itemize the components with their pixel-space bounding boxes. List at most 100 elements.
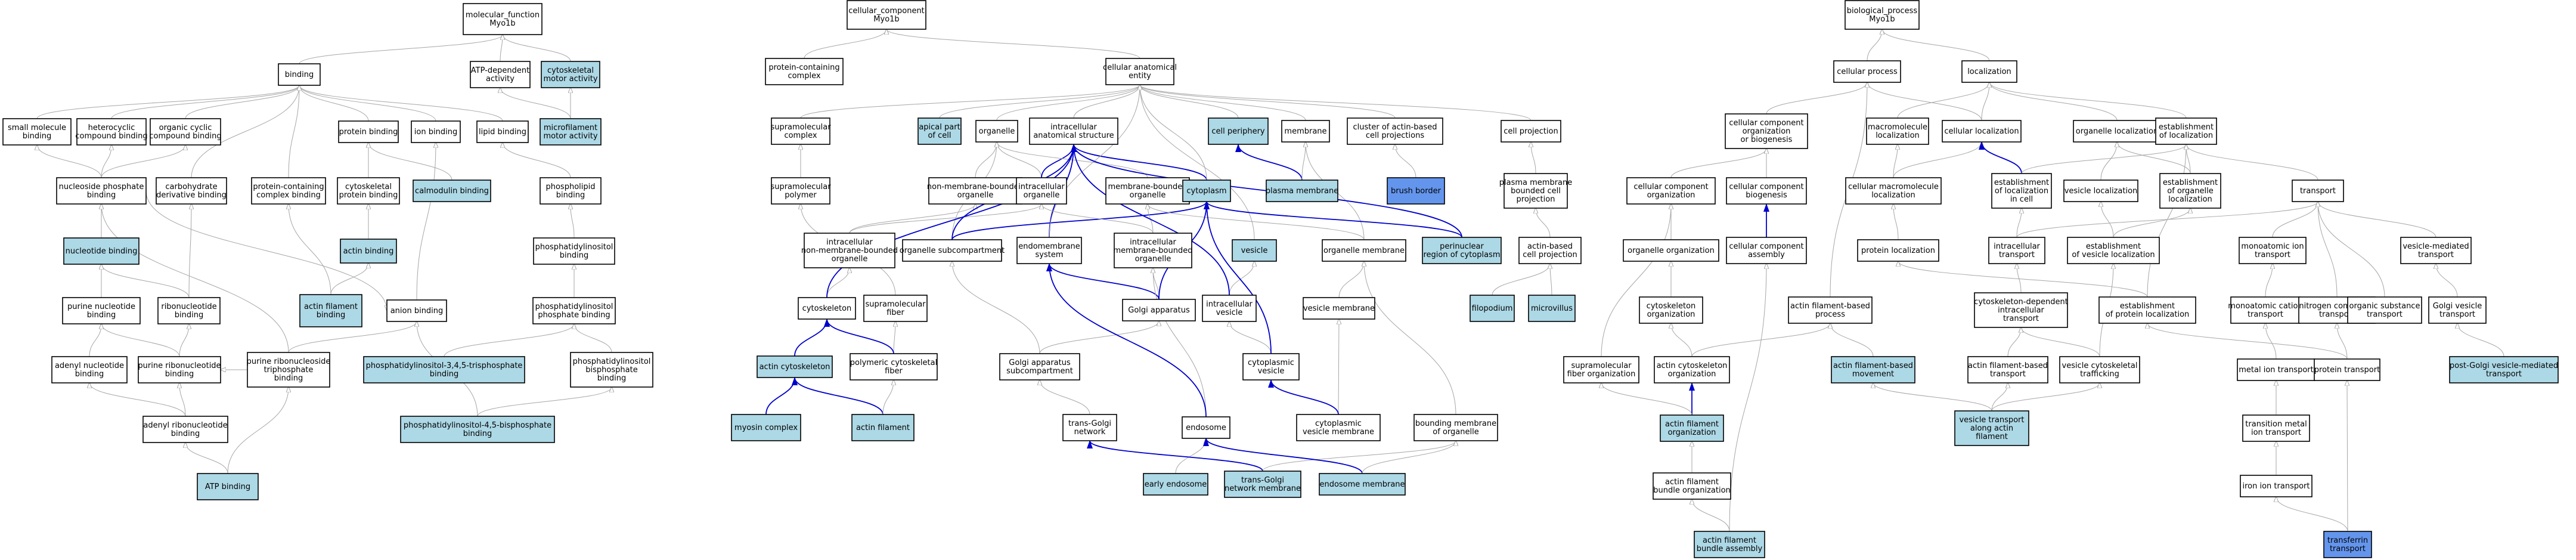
go-term-localization[interactable]: localization <box>1961 60 2017 83</box>
go-term-cytoskeleton[interactable]: cytoskeleton <box>798 297 856 320</box>
go-term-cellperiph[interactable]: cell periphery <box>1208 117 1269 145</box>
go-term-lipidbind[interactable]: lipid binding <box>476 120 529 143</box>
go-term-membrane[interactable]: membrane <box>1281 120 1330 143</box>
go-term-pi345[interactable]: phosphatidylinositol-3,4,5-trisphosphate… <box>363 356 525 383</box>
go-term-protloc[interactable]: protein localization <box>1857 239 1939 262</box>
go-term-pi45[interactable]: phosphatidylinositol-4,5-bisphosphatebin… <box>400 416 555 443</box>
go-term-myosincx[interactable]: myosin complex <box>731 414 801 441</box>
go-term-atpbind[interactable]: ATP binding <box>197 473 259 500</box>
go-term-actinbind[interactable]: actin binding <box>340 239 397 264</box>
go-term-endomembrane[interactable]: endosome membrane <box>1319 473 1406 496</box>
go-term-orgsubcomp[interactable]: organelle subcompartment <box>900 239 1005 262</box>
go-term-filopodium[interactable]: filopodium <box>1470 295 1515 322</box>
go-term-ironion[interactable]: iron ion transport <box>2240 475 2312 497</box>
go-term-actinfil[interactable]: actin filament <box>851 414 915 441</box>
go-term-intranonmem[interactable]: intracellularnon-membrane-boundedorganel… <box>801 233 898 268</box>
go-term-plasmamem[interactable]: plasma membrane <box>1266 180 1339 202</box>
go-term-vesicle[interactable]: vesicle <box>1232 239 1277 262</box>
go-term-vesloc[interactable]: vesicle localization <box>2063 180 2138 202</box>
go-term-brushborder[interactable]: brush border <box>1387 177 1445 205</box>
go-term-microvillus[interactable]: microvillus <box>1528 295 1576 322</box>
go-term-earlyendo[interactable]: early endosome <box>1143 473 1208 496</box>
go-term-cytoplasm[interactable]: cytoplasm <box>1182 180 1231 202</box>
go-term-actincyto[interactable]: actin cytoskeleton <box>757 355 833 378</box>
go-term-cellproc[interactable]: cellular process <box>1833 60 1901 83</box>
go-term-cellproj[interactable]: cell projection <box>1501 120 1561 143</box>
go-term-vesmem[interactable]: vesicle membrane <box>1303 297 1375 320</box>
go-term-transport[interactable]: transport <box>2292 180 2344 202</box>
go-term-orgorg[interactable]: organelle organization <box>1623 239 1719 262</box>
go-term-organelle[interactable]: organelle <box>975 120 1018 143</box>
go-term-endosome[interactable]: endosome <box>1182 416 1230 439</box>
go-term-cellloc[interactable]: cellular localization <box>1942 120 2022 143</box>
go-term-cytodeptrans[interactable]: cytoskeleton-dependentintracellulartrans… <box>1974 292 2068 328</box>
go-term-metaliontrans[interactable]: metal ion transport <box>2237 358 2315 381</box>
go-term-golgi[interactable]: Golgi apparatus <box>1122 299 1196 321</box>
go-term-orgloc[interactable]: organelle localization <box>2073 120 2161 143</box>
go-term-nucbind[interactable]: nucleotide binding <box>63 237 140 265</box>
